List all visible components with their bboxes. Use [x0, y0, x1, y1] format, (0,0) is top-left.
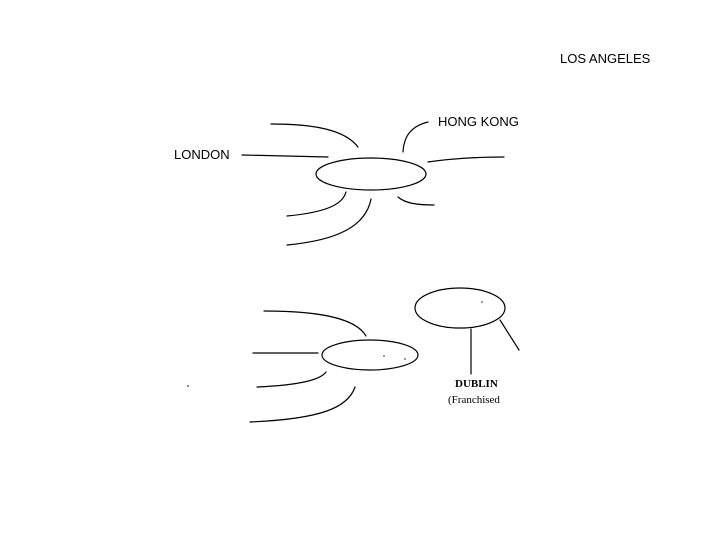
spoke-bottom-lower-long [249, 386, 356, 423]
dublin-diagonal-line [499, 319, 520, 351]
dot [383, 355, 385, 357]
top-hub-ellipse [315, 157, 427, 191]
top-hub-group [241, 121, 505, 246]
label-hong-kong: HONG KONG [438, 114, 519, 129]
spoke-hong-kong-arc [402, 121, 429, 153]
label-los-angeles: LOS ANGELES [560, 51, 651, 66]
dot [404, 358, 406, 360]
label-london: LONDON [174, 147, 230, 162]
spoke-bottom-lower-short [256, 371, 327, 388]
spoke-lower-right-hook [397, 196, 435, 206]
bottom-hub-group [249, 310, 419, 423]
dot [481, 301, 483, 303]
stray-dots [187, 301, 483, 387]
label-dublin: DUBLIN [455, 378, 498, 390]
spoke-bottom-upper-arc [263, 310, 367, 337]
bottom-hub-ellipse [321, 339, 419, 371]
spoke-london-line [241, 154, 329, 158]
spoke-right-line [427, 156, 505, 163]
spoke-lower-left-short [286, 191, 347, 217]
dublin-hub-ellipse [414, 287, 506, 329]
dublin-hub-group [414, 287, 520, 375]
spoke-upper-left-arc [270, 123, 359, 148]
spoke-lower-left-long [286, 198, 372, 246]
dot [187, 385, 189, 387]
label-franchised: (Franchised [448, 394, 500, 406]
